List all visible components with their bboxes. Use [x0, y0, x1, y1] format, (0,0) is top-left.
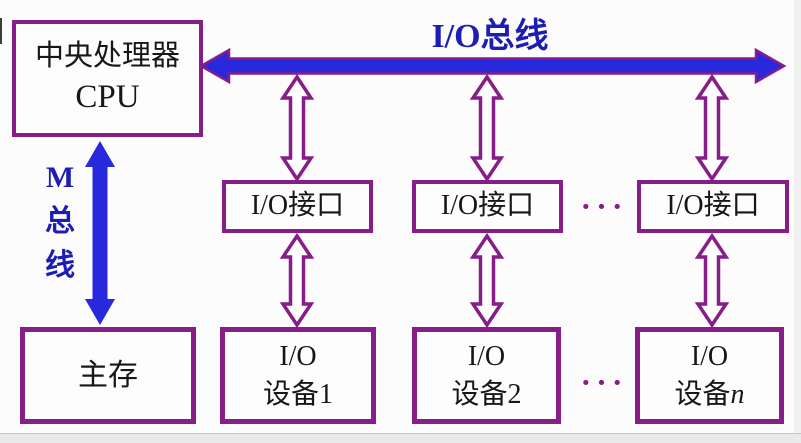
interface-device-arrow-2-icon [469, 232, 505, 329]
io-interface-label-1: I/O接口 [250, 190, 345, 222]
main-memory-label: 主存 [78, 359, 138, 392]
io-device-box-1: I/O 设备1 [220, 327, 376, 424]
io-interface-label-2: I/O接口 [440, 190, 535, 222]
interface-device-arrow-1-icon [279, 232, 315, 329]
right-edge-strip [794, 0, 801, 443]
m-bus-label: M 总 线 [30, 156, 90, 288]
left-edge-mark [0, 18, 2, 44]
io-device-n-line2: 设备n [674, 378, 745, 410]
main-memory-box: 主存 [20, 327, 196, 424]
m-bus-label-char-1: M [45, 161, 75, 194]
bus-interface-arrow-3-icon [694, 73, 730, 183]
io-interface-label-3: I/O接口 [666, 190, 760, 222]
cpu-label-line1: 中央处理器 [34, 40, 180, 73]
interface-device-arrow-3-icon [694, 232, 730, 329]
io-interface-box-3: I/O接口 [637, 180, 789, 233]
m-bus-label-char-2: 总 [45, 205, 75, 238]
m-bus-label-char-3: 线 [45, 249, 75, 282]
bus-interface-arrow-2-icon [469, 73, 505, 183]
io-interface-box-2: I/O接口 [412, 180, 563, 233]
io-device-1-line1: I/O [279, 340, 317, 372]
device-row-ellipsis: ··· [580, 364, 628, 400]
cpu-box: 中央处理器 CPU [12, 20, 203, 137]
io-device-n-line1: I/O [690, 340, 729, 372]
io-device-box-2: I/O 设备2 [412, 327, 561, 424]
interface-row-ellipsis: ··· [580, 188, 628, 224]
bottom-edge-strip [0, 433, 801, 443]
cpu-label-line2: CPU [75, 78, 140, 115]
io-device-box-n: I/O 设备n [635, 327, 784, 424]
io-device-2-line2: 设备2 [451, 378, 522, 410]
io-bus-label: I/O总线 [431, 18, 549, 55]
io-device-2-line1: I/O [467, 340, 506, 372]
io-interface-box-1: I/O接口 [222, 180, 373, 233]
bus-interface-arrow-1-icon [279, 73, 315, 183]
io-device-1-line2: 设备1 [262, 378, 333, 410]
